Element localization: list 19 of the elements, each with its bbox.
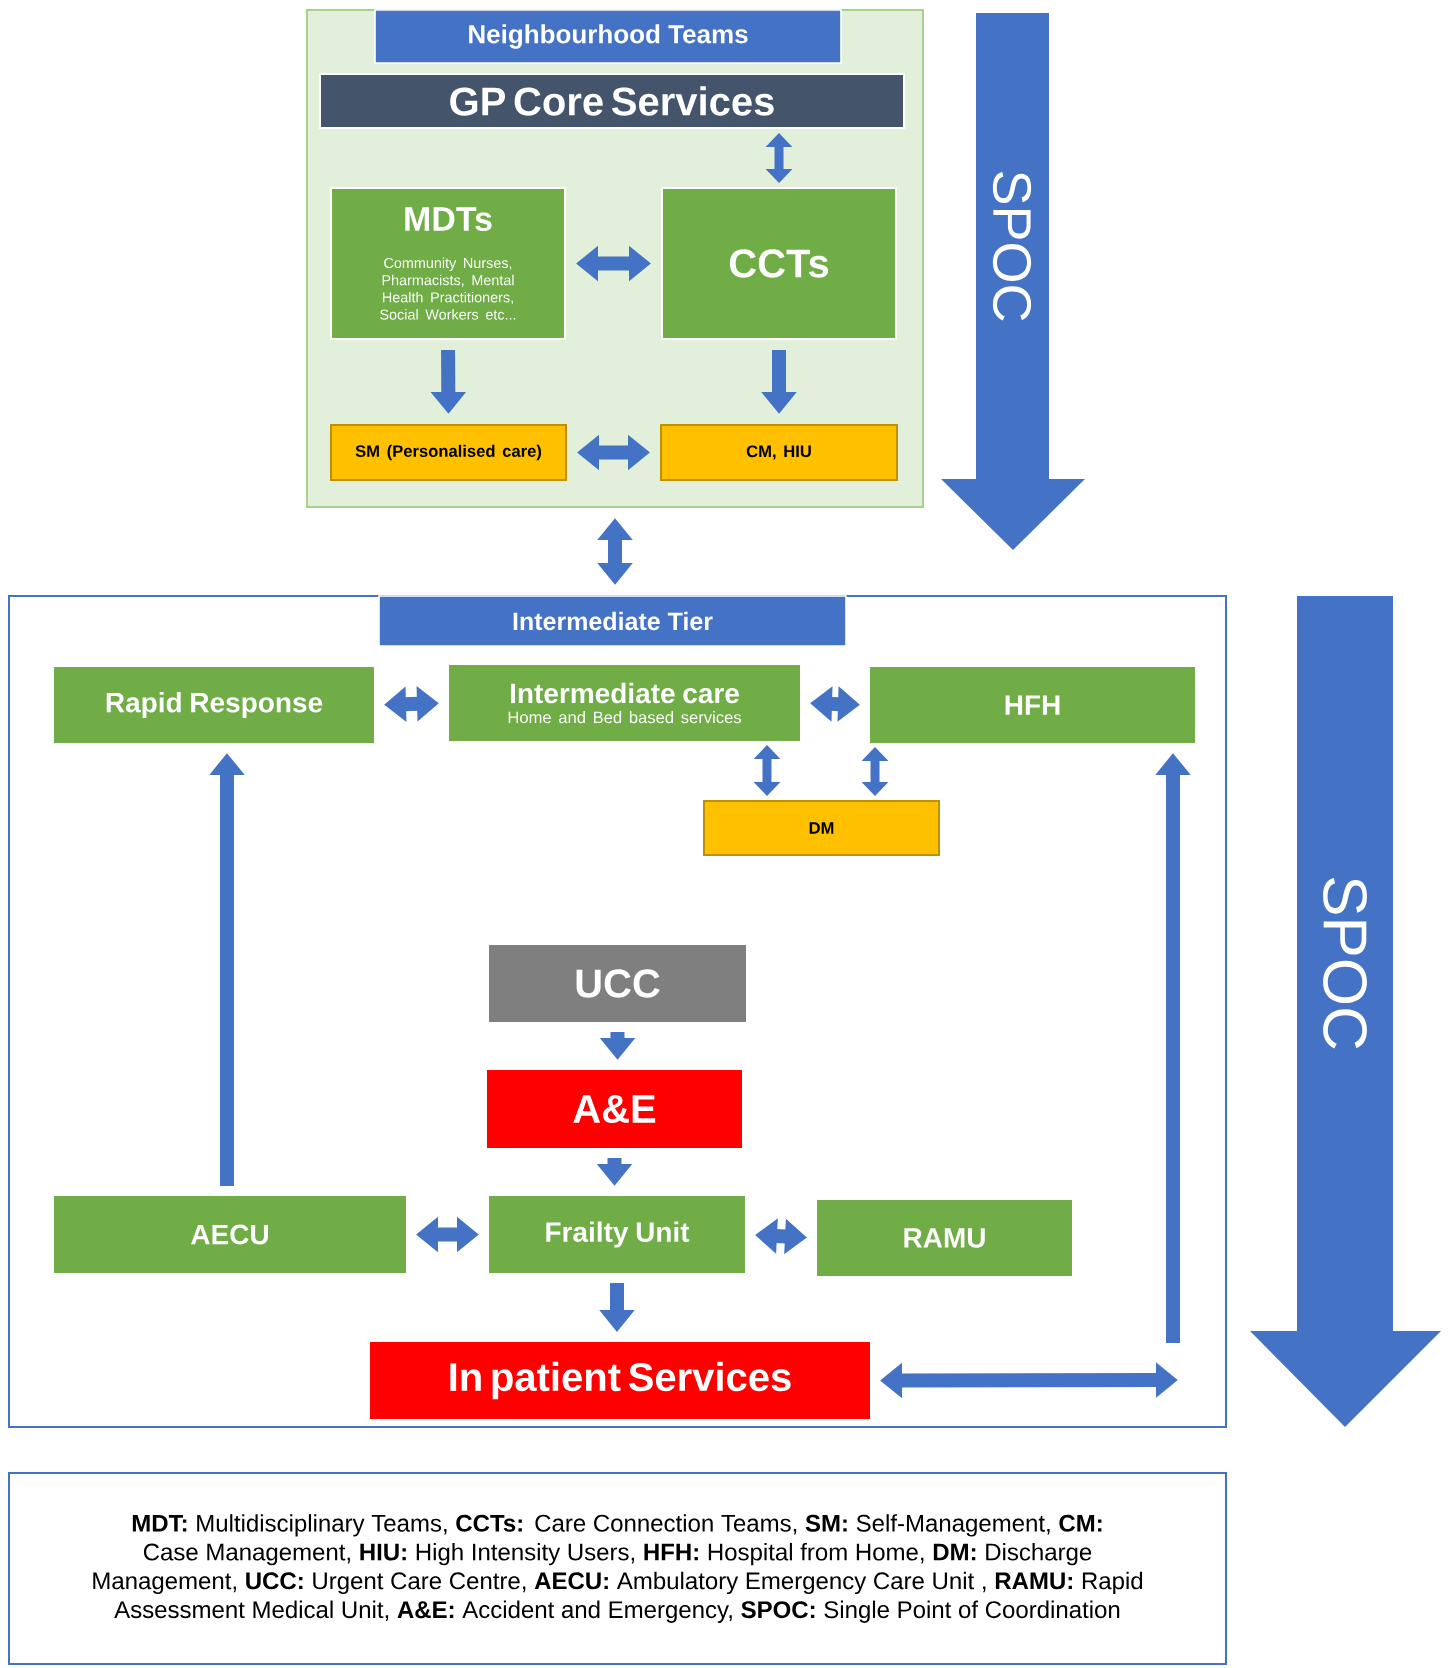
- arrow: [753, 745, 781, 796]
- arrow: [861, 747, 889, 796]
- service-box: A&E: [487, 1070, 742, 1148]
- service-box: CM, HIU: [660, 424, 898, 481]
- service-box: Rapid Response: [54, 667, 374, 743]
- title-bar: GP Core Services: [319, 73, 905, 129]
- note-box: MDT: Multidisciplinary Teams, CCTs: Care Connection Teams, SM: Self-Management, CM: Case Management, HIU: High Intensity Users, HFH: Hospital from Home, DM: Discharge Management, UCC: Urgent Care Centre, AECU: Ambulatory Emergency Care Unit , RAMU: Rapid Assessment Medical Unit, A&E: Accident and Emergency, SPOC: Single Point of Coordination: [8, 1472, 1227, 1665]
- service-box: UCC: [489, 945, 746, 1022]
- service-box: RAMU: [817, 1200, 1072, 1276]
- service-box: Frailty Unit: [489, 1196, 745, 1273]
- arrow: [765, 133, 793, 183]
- service-box: AECU: [54, 1196, 406, 1273]
- team-box: MDTs Community Nurses, Pharmacists, Mental Health Practitioners, Social Workers etc...: [330, 187, 566, 340]
- service-box: HFH: [870, 667, 1195, 743]
- team-box: CCTs: [661, 187, 897, 340]
- service-box: SM (Personalised care): [330, 424, 567, 481]
- service-box: Intermediate care Home and Bed based services: [449, 665, 800, 741]
- service-box: In patient Services: [370, 1342, 870, 1419]
- service-box: DM: [703, 800, 940, 856]
